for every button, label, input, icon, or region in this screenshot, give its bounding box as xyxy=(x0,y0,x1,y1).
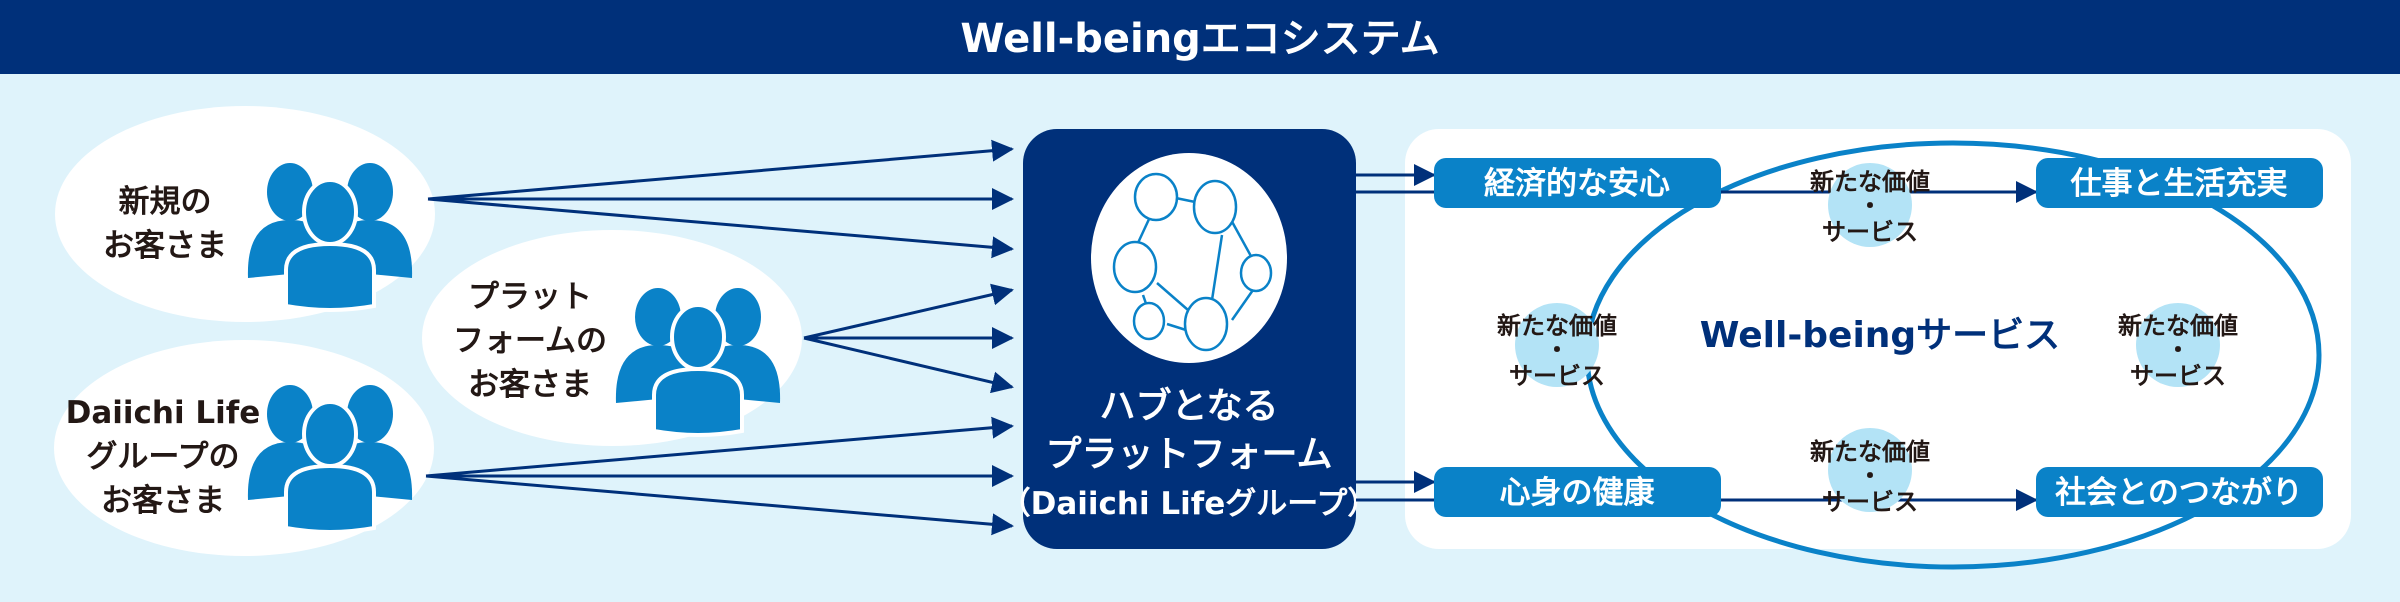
customer-arrows xyxy=(425,139,1014,536)
well-being-services-label: Well-beingサービス xyxy=(1700,315,2060,356)
svg-text:経済的な安心: 経済的な安心 xyxy=(1484,166,1670,202)
svg-text:仕事と生活充実: 仕事と生活充実 xyxy=(2071,166,2288,202)
pill-social-connection: 社会とのつながり xyxy=(2036,467,2323,517)
pill-economic-security: 経済的な安心 xyxy=(1434,158,1721,208)
svg-text:新たな価値・サービス: 新たな価値・サービス xyxy=(1497,312,1617,390)
pill-health: 心身の健康 xyxy=(1434,467,1721,517)
svg-text:プラットフォームのお客さま: プラットフォームのお客さま xyxy=(453,279,607,403)
customer-group-new: 新規のお客さま xyxy=(55,106,435,322)
svg-text:心身の健康: 心身の健康 xyxy=(1500,475,1656,511)
svg-text:新たな価値・サービス: 新たな価値・サービス xyxy=(1810,168,1930,246)
services-panel xyxy=(1405,129,2351,549)
header-bar xyxy=(0,0,2400,74)
svg-text:社会とのつながり: 社会とのつながり xyxy=(2055,475,2303,511)
customer-group-platform: プラットフォームのお客さま xyxy=(422,230,802,446)
page-title: Well-beingエコシステム xyxy=(960,16,1439,62)
value-bubbles: 新たな価値・サービス 新たな価値・サービス 新たな価値・サービス 新たな価値・サ… xyxy=(1497,163,2238,516)
svg-text:ハブとなるプラットフォーム（Daiichi Lifeグループ: ハブとなるプラットフォーム（Daiichi Lifeグループ） xyxy=(1000,385,1379,522)
svg-text:新規のお客さま: 新規のお客さま xyxy=(103,184,227,264)
svg-text:新たな価値・サービス: 新たな価値・サービス xyxy=(1810,438,1930,516)
svg-text:新たな価値・サービス: 新たな価値・サービス xyxy=(2118,312,2238,390)
pill-work-life: 仕事と生活充実 xyxy=(2036,158,2323,208)
hub-platform: ハブとなるプラットフォーム（Daiichi Lifeグループ） xyxy=(1000,129,1379,549)
